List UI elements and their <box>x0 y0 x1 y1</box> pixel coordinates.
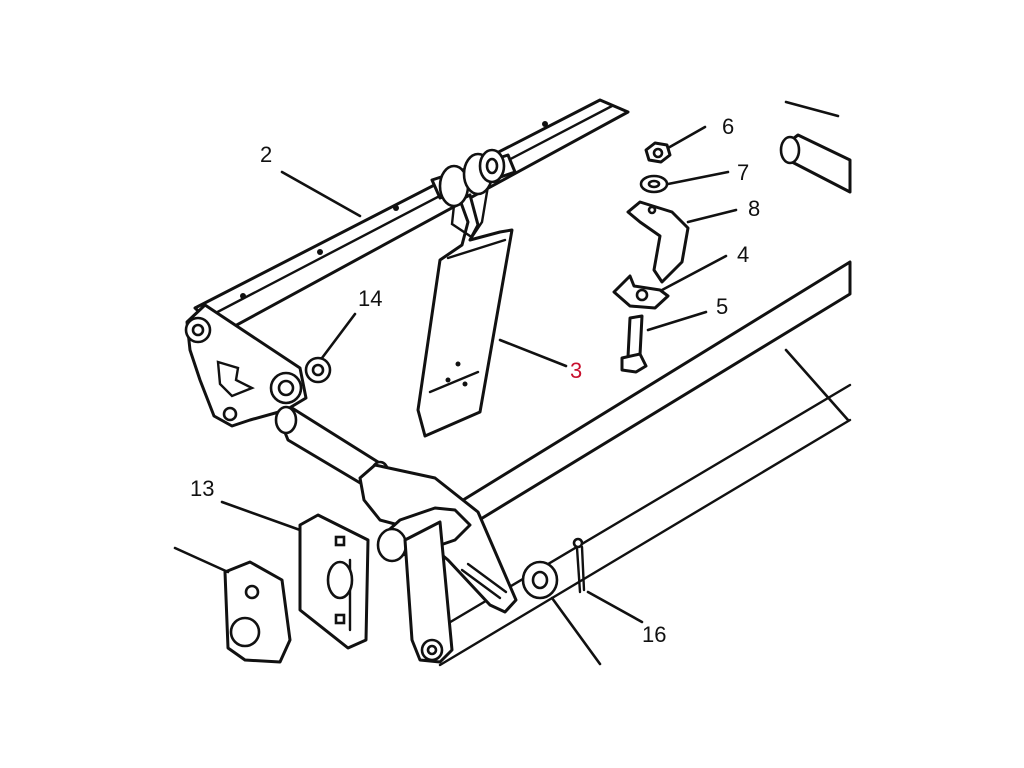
lower-arm-assembly <box>358 463 518 664</box>
leader-14 <box>320 312 357 360</box>
leader-top-right <box>784 100 840 118</box>
bolt-5 <box>620 314 648 374</box>
leader-8 <box>686 208 738 224</box>
callout-5: 5 <box>716 294 728 319</box>
lower-washer <box>521 560 559 600</box>
nut-6 <box>644 141 672 164</box>
leader-1 <box>784 348 850 422</box>
callout-13: 13 <box>190 476 214 501</box>
callout-4: 4 <box>737 242 749 267</box>
callout-16: 16 <box>642 622 666 647</box>
upper-tube <box>193 98 630 335</box>
left-frame-fragment <box>223 560 292 664</box>
leader-frame <box>173 546 230 574</box>
leader-4 <box>660 254 728 292</box>
washer-7 <box>639 174 669 194</box>
right-roller <box>779 133 852 194</box>
leader-5 <box>646 310 708 332</box>
leader-lines <box>173 100 850 666</box>
callout-6: 6 <box>722 114 734 139</box>
leader-16 <box>586 590 644 624</box>
callout-7: 7 <box>737 160 749 185</box>
callout-labels: 2 14 3 6 7 8 4 5 13 16 <box>190 114 760 647</box>
callout-14: 14 <box>358 286 382 311</box>
spacer-14 <box>304 356 332 384</box>
leader-6 <box>666 125 707 150</box>
leader-washer <box>550 596 602 666</box>
callout-8: 8 <box>748 196 760 221</box>
leader-7 <box>666 170 730 186</box>
flap-plate-3 <box>416 148 514 438</box>
left-end-bracket <box>184 303 308 428</box>
leader-13 <box>220 500 302 532</box>
callout-3: 3 <box>570 358 582 383</box>
leader-2 <box>280 170 362 218</box>
cotter-pin-16 <box>572 537 586 594</box>
leader-3 <box>498 338 568 368</box>
bracket-13 <box>298 513 370 650</box>
callout-2: 2 <box>260 142 272 167</box>
clip-4 <box>612 274 670 310</box>
bracket-8 <box>626 200 690 284</box>
